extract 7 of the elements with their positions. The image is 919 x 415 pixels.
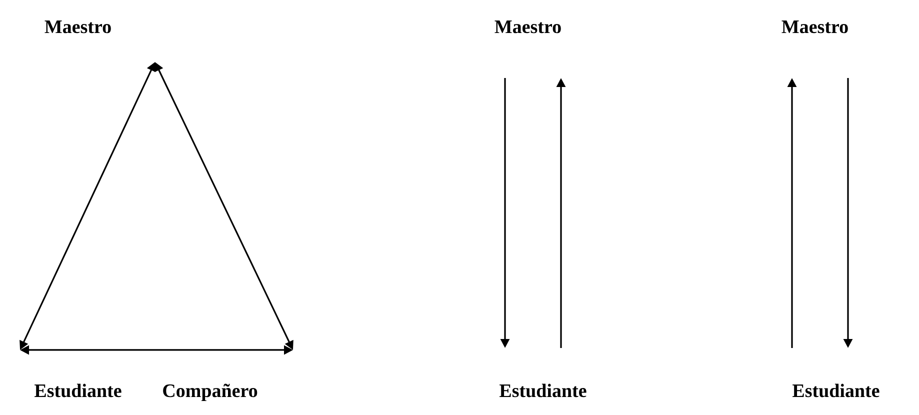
role-label: Maestro <box>44 20 111 34</box>
role-label: Compañero <box>163 384 258 402</box>
role-label: Estudiante <box>34 384 122 398</box>
role-label: Maestro <box>782 20 848 34</box>
role-label: Estudiante <box>500 384 586 398</box>
role-label: Estudiante <box>792 384 880 398</box>
role-label: Maestro <box>494 20 561 34</box>
